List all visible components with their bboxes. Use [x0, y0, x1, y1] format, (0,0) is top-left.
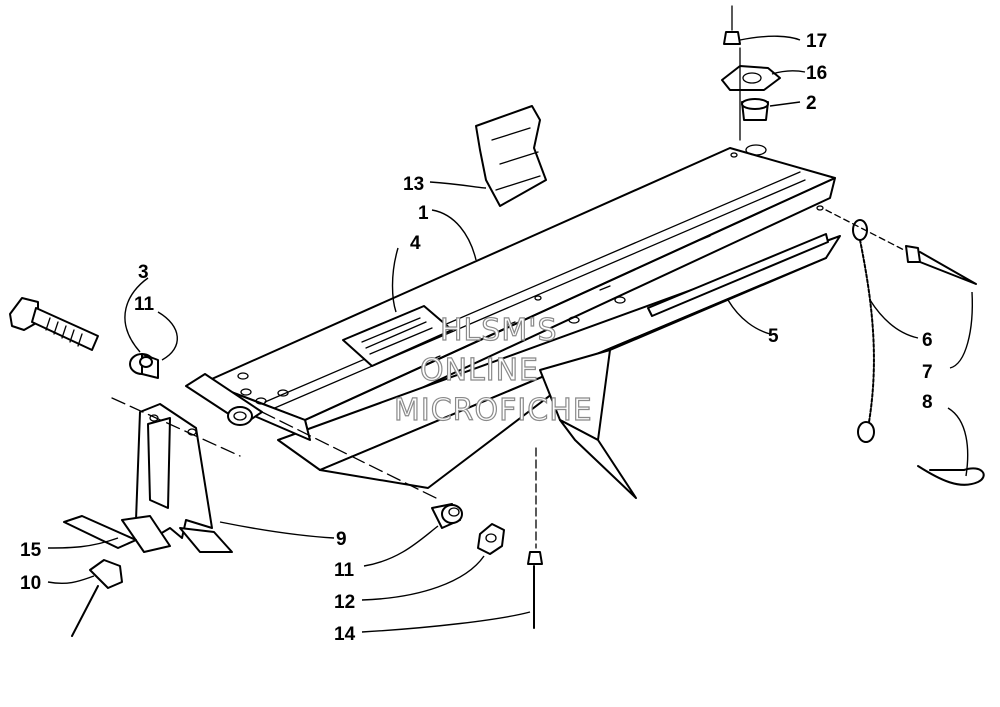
part-11-bushing-upper	[129, 353, 159, 379]
callout-17: 17	[806, 31, 827, 52]
part-15-decal	[63, 515, 137, 549]
watermark: HLSM'S ONLINE MICROFICHE	[393, 312, 593, 428]
callout-14: 14	[334, 624, 356, 645]
callout-8: 8	[922, 392, 933, 413]
callout-labels: 17 16 2 13 1 4 3 11 5 6 7 8 9 15 10 11 1…	[20, 31, 933, 645]
part-6-strap	[852, 219, 875, 443]
part-14-rivet	[527, 447, 543, 629]
callout-5: 5	[768, 326, 779, 347]
part-12-nut	[477, 523, 505, 555]
callout-7: 7	[922, 362, 933, 383]
callout-6: 6	[922, 330, 933, 351]
part-4-decal	[342, 305, 453, 367]
watermark-line-3: MICROFICHE	[394, 393, 593, 428]
part-8-hitch-clip	[917, 465, 985, 486]
callout-10: 10	[20, 573, 41, 594]
callout-15: 15	[20, 540, 42, 561]
callout-4: 4	[410, 233, 421, 254]
callout-11-lower: 11	[334, 560, 355, 581]
part-13-clip	[475, 105, 547, 207]
part-2-grommet	[741, 98, 769, 121]
callout-16: 16	[806, 63, 827, 84]
watermark-line-2: ONLINE	[420, 353, 539, 388]
part-10-knob	[71, 559, 123, 637]
callout-11-upper: 11	[134, 294, 155, 315]
callout-13: 13	[403, 174, 424, 195]
callout-9: 9	[336, 529, 347, 550]
part-3-bolt	[9, 297, 99, 351]
part-5-decal-strip	[647, 233, 829, 317]
part-7-pin	[905, 245, 977, 285]
part-17-rivet	[723, 5, 741, 45]
callout-2: 2	[806, 93, 817, 114]
callout-12: 12	[334, 592, 355, 613]
part-16-plate	[721, 65, 781, 91]
watermark-line-1: HLSM'S	[440, 313, 558, 348]
part-11-bushing-lower	[431, 503, 463, 529]
callout-1: 1	[418, 203, 429, 224]
callout-3: 3	[138, 262, 149, 283]
leader-lines	[47, 35, 974, 633]
part-9-support-bracket	[121, 403, 233, 553]
